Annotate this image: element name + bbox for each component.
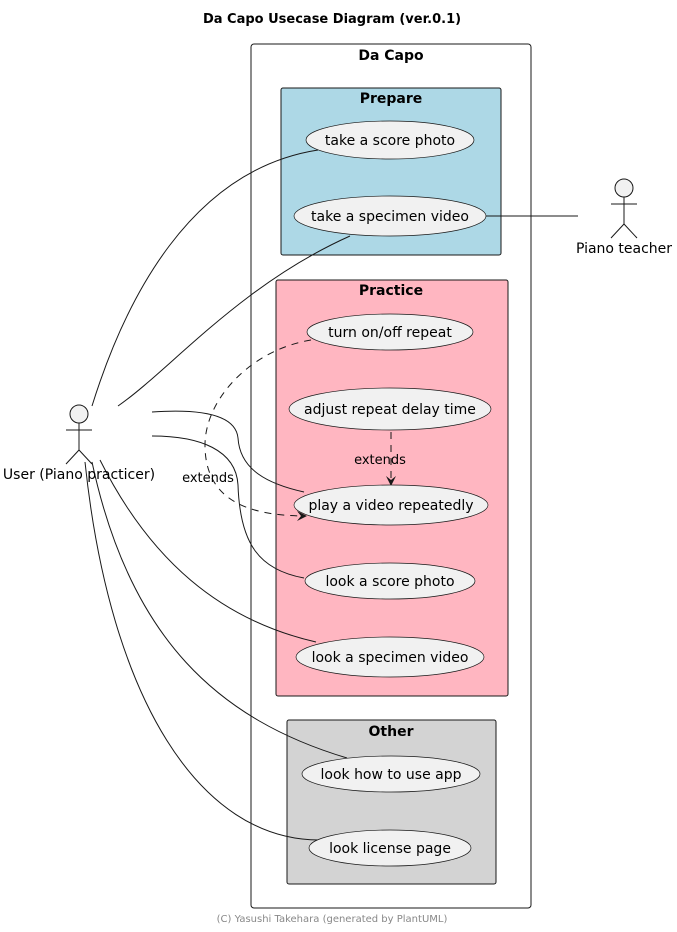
extends-turn-repeat xyxy=(204,339,312,521)
usecase-label: turn on/off repeat xyxy=(328,325,452,341)
link-user-play-repeatedly xyxy=(151,410,305,493)
usecase-play-repeatedly: play a video repeatedly xyxy=(293,484,489,526)
usecase-label: take a specimen video xyxy=(311,209,469,225)
usecase-look-score-photo: look a score photo xyxy=(304,562,476,600)
usecase-label: look a specimen video xyxy=(312,650,469,666)
usecase-adjust-delay: adjust repeat delay time xyxy=(288,387,492,431)
actor-user: User (Piano practicer) xyxy=(3,404,155,483)
extends-label-adjust-delay: extends xyxy=(354,453,406,468)
usecase-label: adjust repeat delay time xyxy=(304,402,476,418)
usecase-look-license: look license page xyxy=(308,829,472,867)
link-user-look-score-photo xyxy=(151,435,305,579)
actor-user-label: User (Piano practicer) xyxy=(3,467,155,483)
usecase-label: look a score photo xyxy=(325,574,454,590)
usecase-label: look license page xyxy=(329,841,451,857)
package-practice-title: Practice xyxy=(359,283,423,299)
extends-label-turn-repeat: extends xyxy=(182,471,234,486)
usecase-take-score-photo: take a score photo xyxy=(305,120,475,160)
link-user-look-license xyxy=(84,461,320,841)
usecase-take-specimen-video: take a specimen video xyxy=(293,195,487,237)
diagram-title: Da Capo Usecase Diagram (ver.0.1) xyxy=(203,12,461,27)
link-user-take-score-photo xyxy=(91,149,319,407)
usecase-label: play a video repeatedly xyxy=(308,498,473,514)
stick-figure-icon xyxy=(65,404,93,465)
stick-figure-icon xyxy=(610,178,638,239)
link-user-take-specimen-video xyxy=(117,235,351,407)
actor-teacher: Piano teacher xyxy=(576,178,672,257)
package-other-title: Other xyxy=(369,724,414,740)
usecase-look-specimen-video: look a specimen video xyxy=(295,636,485,678)
package-prepare-title: Prepare xyxy=(360,91,423,107)
usecase-label: look how to use app xyxy=(320,767,461,783)
usecase-label: take a score photo xyxy=(325,133,455,149)
usecase-look-how-to-use: look how to use app xyxy=(301,755,481,793)
usecase-turn-repeat: turn on/off repeat xyxy=(306,313,474,351)
footer-credit: (C) Yasushi Takehara (generated by Plant… xyxy=(217,914,448,925)
link-user-look-how-to-use xyxy=(91,461,348,759)
system-title: Da Capo xyxy=(358,48,424,64)
actor-teacher-label: Piano teacher xyxy=(576,241,672,257)
link-user-look-specimen-video xyxy=(99,459,317,643)
